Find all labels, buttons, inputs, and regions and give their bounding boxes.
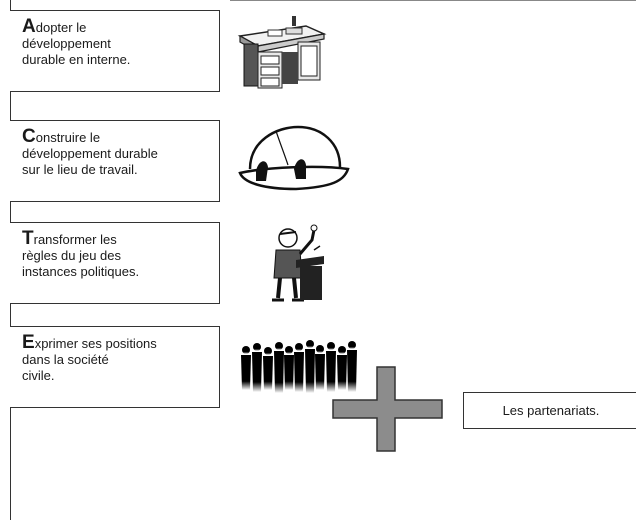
pillar-text: onstruire le développement durable sur l…	[22, 130, 158, 177]
desk-icon	[237, 16, 327, 89]
pillar-transformer: Transformer les règles du jeu des instan…	[10, 222, 220, 304]
pillar-adopter: Adopter le développement durable en inte…	[10, 10, 220, 92]
hard-hat-icon	[238, 125, 350, 191]
pillar-construire: Construire le développement durable sur …	[10, 120, 220, 202]
frame-top-line	[230, 0, 636, 1]
partnerships-label: Les partenariats.	[502, 403, 600, 418]
pillar-exprimer: Exprimer ses positions dans la société c…	[10, 326, 220, 408]
pillar-text: dopter le développement durable en inter…	[22, 20, 131, 67]
pillar-text: xprimer ses positions dans la société ci…	[22, 336, 157, 383]
pillar-text: ransformer les règles du jeu des instanc…	[22, 232, 140, 279]
plus-icon	[332, 366, 443, 452]
speaker-at-podium-icon	[272, 224, 324, 302]
pillar-initial: T	[22, 228, 34, 249]
crowd-silhouette-icon	[241, 340, 357, 393]
pillar-initial: A	[22, 16, 36, 37]
pillar-initial: C	[22, 126, 36, 147]
partnerships-box: Les partenariats.	[463, 392, 636, 429]
pillar-initial: E	[22, 332, 35, 353]
